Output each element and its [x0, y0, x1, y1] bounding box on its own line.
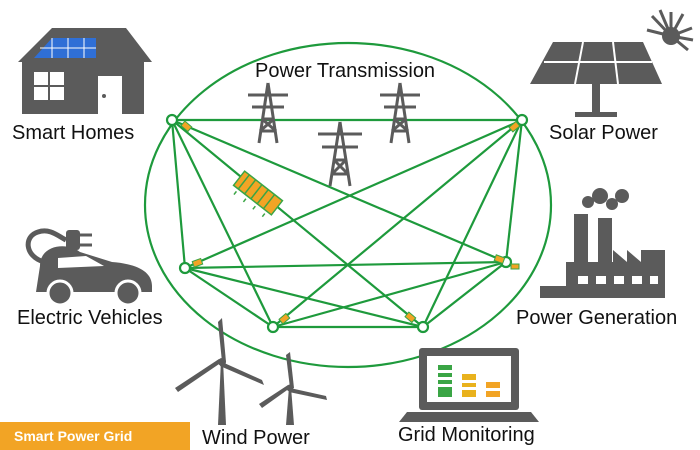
laptop-monitor-icon	[399, 348, 539, 422]
grid-network	[143, 41, 553, 369]
grid-node	[165, 113, 179, 127]
grid-ring	[143, 41, 553, 369]
wind-turbine-icon	[175, 318, 327, 425]
solar-panel-icon	[530, 9, 694, 117]
diagram-title: Power Transmission	[255, 60, 436, 82]
footer-badge: Smart Power Grid	[0, 422, 190, 450]
smart-home-icon	[18, 28, 152, 114]
grid-links	[170, 118, 524, 329]
grid-node	[178, 261, 192, 275]
transmission-tower-icon	[248, 82, 420, 187]
electric-vehicle-icon	[25, 228, 152, 307]
grid-node	[416, 320, 430, 334]
grid-node	[266, 320, 280, 334]
node-label-grid-monitoring: Grid Monitoring	[398, 424, 535, 446]
node-label-wind-power: Wind Power	[202, 427, 310, 449]
monitoring-bars	[438, 365, 500, 397]
circuit-chip-icon	[232, 170, 284, 218]
grid-node	[515, 113, 529, 127]
node-label-smart-homes: Smart Homes	[12, 122, 135, 144]
meter-markers	[180, 120, 521, 325]
node-label-power-generation: Power Generation	[516, 307, 678, 329]
factory-icon	[540, 188, 665, 298]
grid-nodes	[165, 113, 529, 334]
node-label-electric-vehicles: Electric Vehicles	[17, 307, 163, 329]
node-label-solar-power: Solar Power	[549, 122, 658, 144]
